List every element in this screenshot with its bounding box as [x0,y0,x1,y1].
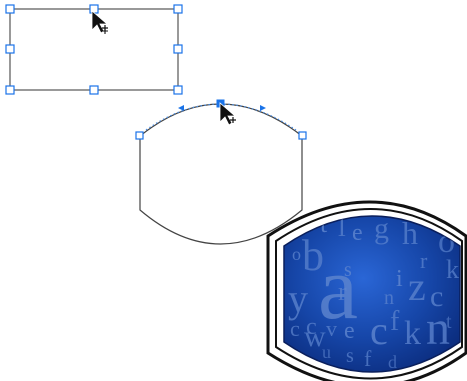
pattern-letter: n [426,302,450,355]
pattern-letter: k [404,315,421,352]
pattern-letter: d [388,352,397,372]
pattern-letter: o [292,244,301,264]
pattern-letter: c [370,308,388,353]
step1-rectangle-group [5,4,183,95]
pattern-letter: t [446,311,452,333]
handle-bottom-left[interactable] [5,85,15,95]
handle-top-left[interactable] [5,4,15,14]
move-cursor-icon-2 [219,102,237,126]
handle-middle-left[interactable] [5,44,15,54]
arched-shape[interactable] [139,103,303,245]
pattern-letter: v [326,316,337,341]
handle-top-middle[interactable] [89,4,99,14]
pattern-letter: h [402,215,418,251]
pattern-letter: e [344,318,355,344]
pattern-letter: c [306,314,317,340]
handle-middle-right[interactable] [173,44,183,54]
pattern-letter: n [384,287,394,309]
pattern-letter: b [302,231,324,280]
pattern-letter: f [390,306,400,337]
pattern-letter: t [320,209,328,238]
handle-bottom-right[interactable] [173,85,183,95]
pattern-letter: k [446,255,459,284]
pattern-letter: a [318,239,358,338]
pattern-letter: r [338,277,347,306]
pattern-letter: w [304,320,326,353]
result-shield-group: t l e g h o o b s r k i z c y a n r c w … [266,200,467,381]
pattern-letter: s [346,345,354,367]
handle-bottom-middle[interactable] [89,85,99,95]
pattern-letter: c [430,280,443,313]
pattern-letter: c [290,316,300,341]
pattern-letter: g [374,212,389,245]
pattern-letter: r [420,248,428,273]
rectangle-handles[interactable] [5,4,183,95]
move-cursor-icon [91,10,109,34]
pattern-letter: l [338,212,346,243]
pattern-letter: f [364,346,372,371]
pattern-letter: s [344,259,352,281]
handle-top-right[interactable] [173,4,183,14]
arrow-left-icon [178,105,184,111]
handle-arc-left[interactable] [135,131,144,140]
pattern-letter: i [396,266,403,292]
pattern-letter: y [288,276,308,321]
pattern-letter: u [322,342,331,362]
pattern-letter: z [408,264,426,309]
pattern-letter: e [352,220,363,246]
shield-inner-fill [283,215,461,373]
arrow-right-icon [260,105,266,111]
handle-arc-right[interactable] [298,131,307,140]
step2-arched-shape-group [135,99,307,245]
